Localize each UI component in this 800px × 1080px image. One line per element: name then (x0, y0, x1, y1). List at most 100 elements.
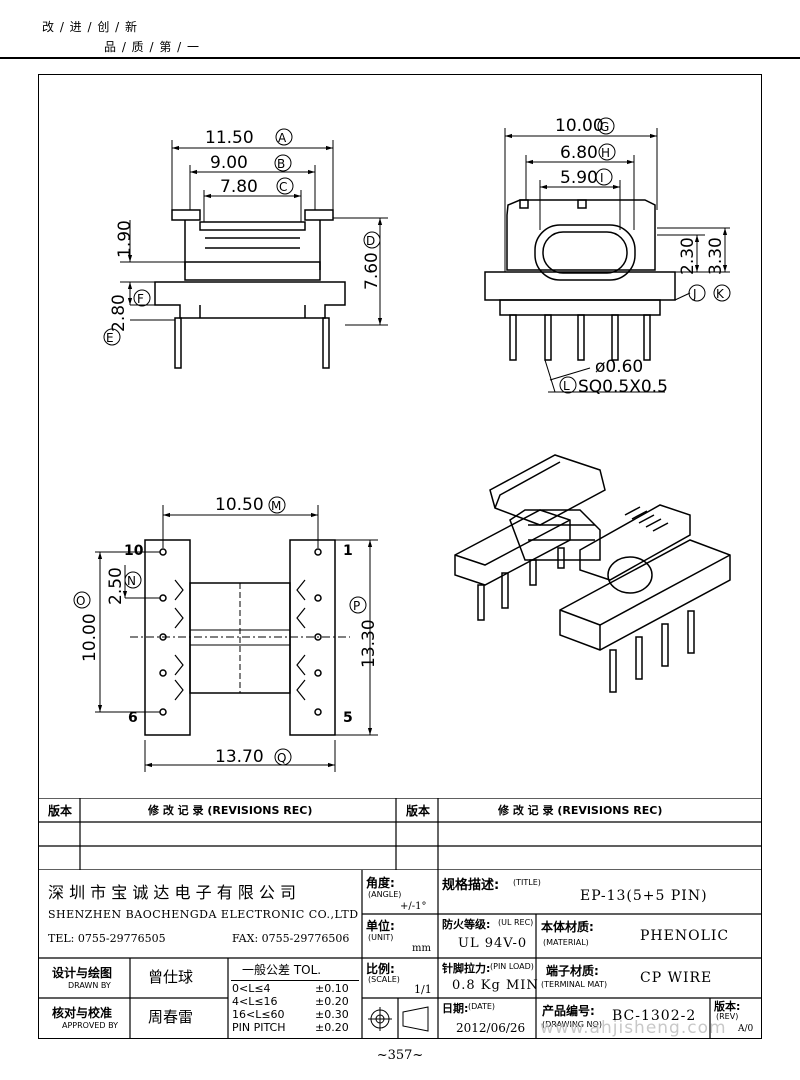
dim-c-value: 7.80 (220, 177, 258, 197)
dim-a-value: 11.50 (205, 128, 254, 148)
dim-j-value: 2.30 (678, 237, 698, 275)
dim-q-letter: Q (277, 751, 286, 765)
tol-range-4: PIN PITCH (232, 1021, 286, 1034)
dim-n-letter: N (127, 574, 136, 588)
page-number: ~357~ (376, 1048, 424, 1063)
company-fax: FAX: 0755-29776506 (232, 932, 350, 945)
approved-by-label: 核对与校准 (52, 1006, 113, 1020)
angle-label-en: (ANGLE) (368, 890, 402, 899)
header-rule (0, 57, 800, 59)
revision-label-en: (REV) (716, 1012, 739, 1021)
dim-h-value: 6.80 (560, 143, 598, 163)
watermark: www.ahjisheng.com (540, 1018, 727, 1038)
tol-value-2: ±0.20 (315, 995, 349, 1008)
dim-d-letter: D (366, 234, 375, 248)
scale-label: 比例: (366, 962, 395, 976)
company-name-cn: 深 圳 市 宝 诚 达 电 子 有 限 公 司 (48, 883, 296, 902)
rev-col-version-right: 版本 (406, 804, 431, 818)
drawing-no-value: BC-1302-2 (612, 1008, 697, 1024)
dim-a-letter: A (278, 131, 287, 145)
bottom-view-dims (95, 505, 378, 772)
drawn-by-label: 设计与绘图 (52, 966, 113, 980)
front-view-dims (120, 140, 388, 326)
unit-label: 单位: (366, 919, 395, 933)
pin-load-value: 0.8 Kg MIN (452, 978, 539, 993)
dim-n-value: 2.50 (106, 567, 126, 605)
company-tel: TEL: 0755-29776505 (48, 932, 166, 945)
pin-label-6: 6 (128, 710, 138, 726)
scale-value: 1/1 (414, 983, 432, 996)
title-label: 规格描述: (442, 878, 500, 893)
dim-b-letter: B (277, 157, 285, 171)
pin-load-label: 针脚拉力: (442, 962, 491, 975)
dim-i-value: 5.90 (560, 168, 598, 188)
revision-label: 版本: (714, 1000, 741, 1013)
dim-l-letter: L (563, 379, 570, 393)
dim-o-value: 10.00 (80, 613, 100, 662)
slogan-line-1: 改 / 进 / 创 / 新 (42, 20, 139, 34)
tol-value-4: ±0.20 (315, 1021, 349, 1034)
pin-label-5: 5 (343, 710, 353, 726)
angle-value: +/-1° (400, 901, 427, 912)
date-label-en: (DATE) (468, 1002, 496, 1011)
front-view-labels: 11.50 A 9.00 B 7.80 C 7.60 D 1.90 F 2.80… (103, 128, 382, 346)
terminal-label: 端子材质: (546, 964, 599, 978)
dim-e-value: 2.80 (109, 294, 129, 332)
dim-b-value: 9.00 (210, 153, 248, 173)
dim-g-value: 10.00 (555, 116, 604, 136)
dim-m-letter: M (271, 499, 281, 513)
angle-label: 角度: (366, 876, 395, 890)
date-value: 2012/06/26 (456, 1021, 526, 1035)
scale-label-en: (SCALE) (368, 975, 400, 984)
pin-label-10: 10 (124, 543, 144, 559)
terminal-value: CP WIRE (640, 970, 713, 986)
tol-value-3: ±0.30 (315, 1008, 349, 1021)
bottom-view-labels: 10.50 M 2.50 N O 10.00 P 13.30 13.70 Q 1… (73, 495, 379, 767)
drawing-no-label: 产品编号: (542, 1004, 595, 1018)
dim-j-letter: J (692, 287, 697, 301)
front-view (154, 209, 346, 369)
drawing-no-label-en: (DRAWING NO) (542, 1020, 602, 1029)
unit-label-en: (UNIT) (368, 933, 394, 942)
pin-label-1: 1 (343, 543, 353, 559)
unit-value: mm (412, 943, 431, 954)
title-block-grid (38, 870, 762, 1039)
approved-by-label-en: APPROVED BY (62, 1021, 119, 1030)
material-label: 本体材质: (541, 920, 594, 934)
tol-range-3: 16<L≤60 (232, 1008, 285, 1021)
bottom-view (130, 539, 350, 736)
fire-rating-value: UL 94V-0 (458, 936, 528, 951)
dim-i-letter: I (600, 171, 604, 185)
dim-f-value: 1.90 (115, 220, 135, 258)
tolerance-title: 一般公差 TOL. (242, 963, 322, 977)
rev-col-record-left: 修 改 记 录 (REVISIONS REC) (148, 804, 313, 817)
drawn-by-label-en: DRAWN BY (68, 981, 111, 990)
title-label-en: (TITLE) (513, 878, 541, 887)
side-view-labels: 10.00 G 6.80 H 5.90 I 2.30 3.30 J K ø0.6… (555, 116, 731, 397)
tol-range-2: 4<L≤16 (232, 995, 278, 1008)
dim-l-value: SQ0.5X0.5 (578, 377, 668, 397)
approved-by-value: 周春雷 (148, 1008, 194, 1026)
dim-f-letter: F (137, 292, 144, 306)
dim-o-letter: O (76, 594, 85, 608)
dim-h-letter: H (601, 146, 610, 160)
dim-c-letter: C (279, 180, 287, 194)
drawn-by-value: 曾仕球 (148, 968, 194, 986)
revision-value: A/0 (738, 1024, 754, 1034)
rev-col-version-left: 版本 (48, 804, 73, 818)
dim-g-letter: G (600, 120, 609, 134)
dim-e-letter: E (106, 331, 114, 345)
material-label-en: (MATERIAL) (543, 938, 589, 947)
dim-k-value: 3.30 (706, 237, 726, 275)
isometric-view (454, 454, 731, 693)
dim-k-letter: K (716, 287, 725, 301)
drawing-sheet (38, 74, 762, 1039)
dim-m-value: 10.50 (215, 495, 264, 515)
pin-load-label-en: (PIN LOAD) (490, 962, 534, 971)
fire-rating-label-en: (UL REC) (498, 918, 534, 927)
rev-col-record-right: 修 改 记 录 (REVISIONS REC) (498, 804, 663, 817)
dim-pin-diameter: ø0.60 (595, 357, 643, 377)
revisions-table (38, 798, 762, 870)
tol-value-1: ±0.10 (315, 982, 349, 995)
dim-p-letter: P (353, 599, 360, 613)
